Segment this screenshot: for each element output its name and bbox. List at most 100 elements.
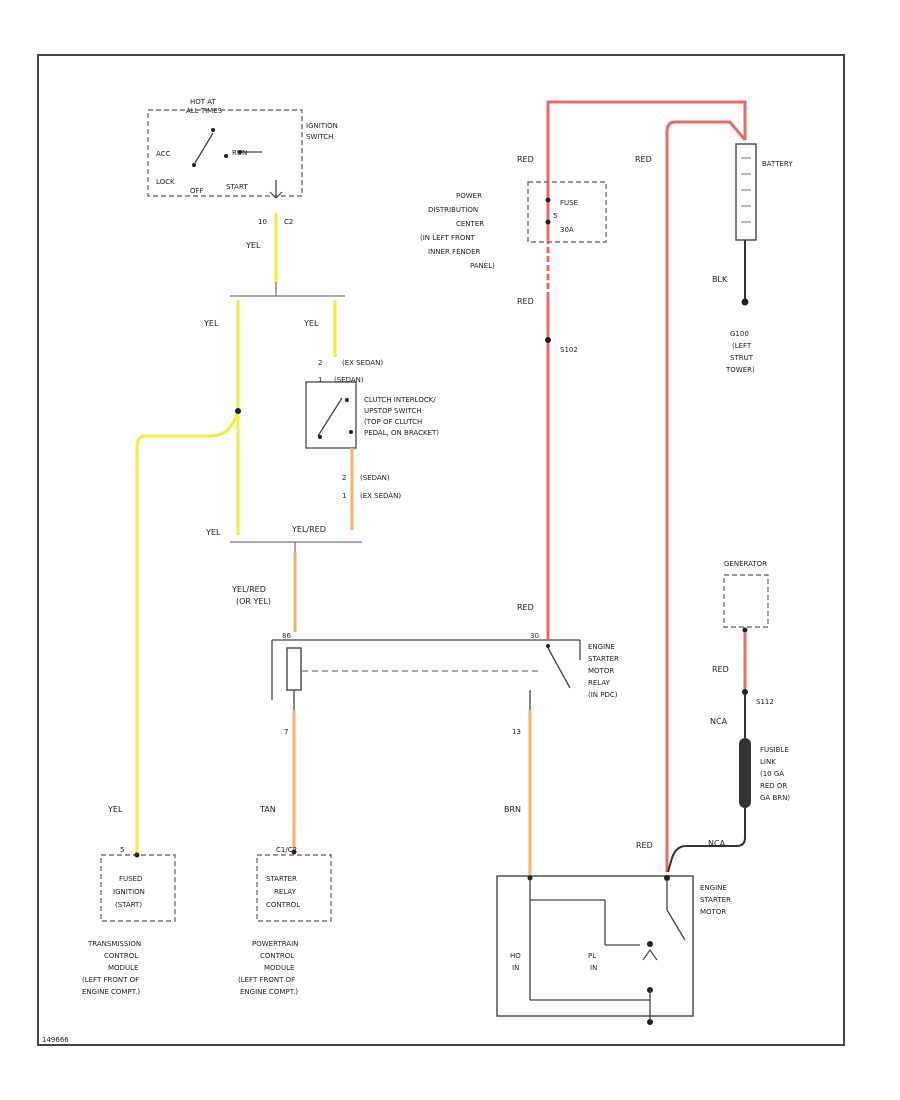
g100-4: TOWER) [725,366,755,374]
diagram-code: 149666 [42,1036,69,1044]
starter-label-1: ENGINE [700,884,727,892]
g100-3: STRUT [730,354,754,362]
tcm-label-2: CONTROL [104,952,138,960]
ign-switch-label-2: SWITCH [306,133,333,141]
ign-start: START [226,183,248,191]
wire-label-nca-2: NCA [708,839,726,848]
starter-relay: YEL/RED (OR YEL) 86 30 7 13 ENGINE START… [231,552,619,736]
wire-label-brn: BRN [504,805,521,814]
ign-pin: 10 [258,218,267,226]
clutch-ex-sedan-top: (EX SEDAN) [342,359,383,367]
pdc-label-6: PANEL) [470,262,495,270]
starter-pull-1: PL [588,952,596,960]
ign-switch-label-1: IGNITION [306,122,338,130]
starter-label-2: STARTER [700,896,731,904]
pcm-label-3: MODULE [264,964,294,972]
relay-pin-86: 86 [282,632,291,640]
clutch-label-2: UPSTOP SWITCH [364,407,421,415]
pdc-label-4: (IN LEFT FRONT [420,234,476,242]
wire-label-yelred-2: YEL/RED [231,585,266,594]
ign-all-times: ALL TIMES [186,107,223,115]
pdc-splice: S102 [560,346,578,354]
fusible-4: RED OR [760,782,787,790]
clutch-pin-2-top: 2 [318,359,322,367]
tcm-box-2: IGNITION [113,888,145,896]
fusible-2: LINK [760,758,776,766]
battery: BATTERY BLK G100 (LEFT STRUT TOWER) [712,143,793,374]
fusible-3: (10 GA [760,770,784,778]
relay-pin-7: 7 [284,728,288,736]
clutch-pin-1-bot: 1 [342,492,346,500]
wire-label-yelred-1: YEL/RED [291,525,326,534]
ignition-switch: HOT AT ALL TIMES IGNITION SWITCH ACC LOC… [147,98,338,226]
relay-label-1: ENGINE [588,643,615,651]
relay-label-5: (IN PDC) [588,691,618,699]
pcm-box-3: CONTROL [266,901,300,909]
starter-label-3: MOTOR [700,908,726,916]
tcm-box-3: (START) [115,901,142,909]
relay-pin-30: 30 [530,632,539,640]
pcm-box-2: RELAY [274,888,297,896]
generator-label: GENERATOR [724,560,767,568]
pdc-label-2: DISTRIBUTION [428,206,478,214]
wire-label-blk: BLK [712,275,728,284]
wire-label-red-4: RED [635,155,652,164]
wire-label-red-2: RED [517,297,534,306]
ign-lock: LOCK [156,178,175,186]
tcm-label-3: MODULE [108,964,138,972]
ign-acc: ACC [156,150,171,158]
clutch-pin-1-top: 1 [318,376,322,384]
wire-label-yel-2: YEL [203,319,219,328]
wire-label-yel-3: YEL [303,319,319,328]
clutch-sedan-bot: (SEDAN) [360,474,390,482]
starter-pull-2: IN [590,964,597,972]
transmission-control-module: 5 FUSED IGNITION (START) TRANSMISSION CO… [82,846,176,996]
pcm-label-5: ENGINE COMPT.) [240,988,298,996]
clutch-label-4: PEDAL, ON BRACKET) [364,429,439,437]
ign-hot-at: HOT AT [190,98,217,106]
tcm-label-5: ENGINE COMPT.) [82,988,140,996]
wire-label-red-1: RED [517,155,534,164]
fusible-1: FUSIBLE [760,746,789,754]
tcm-label-1: TRANSMISSION [87,940,141,948]
generator: GENERATOR RED S112 NCA FUSIBLE LINK (10 … [636,560,790,873]
wire-label-red-5: RED [712,665,729,674]
tcm-box-1: FUSED [119,875,142,883]
pcm-label-1: POWERTRAIN [252,940,298,948]
generator-splice: S112 [756,698,774,706]
engine-starter-motor: HO IN PL IN ENGINE STARTER MOTOR [496,875,731,1025]
pdc-fuse-no: 5 [553,212,557,220]
pcm-label-2: CONTROL [260,952,294,960]
clutch-sedan-top: (SEDAN) [334,376,364,384]
relay-label-4: RELAY [588,679,611,687]
yellow-wires [135,213,362,853]
pdc-fuse: FUSE [560,199,578,207]
relay-label-2: STARTER [588,655,619,663]
diagram-frame [37,54,845,1046]
wire-label-yel-4: YEL [205,528,221,537]
wire-label-yelred-alt: (OR YEL) [236,597,271,606]
clutch-ex-sedan-bot: (EX SEDAN) [360,492,401,500]
wire-label-yel-1: YEL [245,241,261,250]
clutch-label-1: CLUTCH INTERLOCK/ [364,396,436,404]
pcm-label-4: (LEFT FRONT OF [238,976,295,984]
relay-pin-13: 13 [512,728,521,736]
pcm-box-1: STARTER [266,875,297,883]
pcm-pin: C1/C2 [276,846,297,854]
power-distribution-center: RED RED S102 RED FUSE 5 30A POWER DISTRI… [420,100,747,640]
ign-off: OFF [190,187,204,195]
clutch-switch: 2 (EX SEDAN) 1 (SEDAN) CLUTCH INTERLOCK/… [305,359,439,530]
g100-1: G100 [730,330,749,338]
pdc-label-5: INNER FENDER [428,248,481,256]
g100-2: (LEFT [732,342,752,350]
starter-hold-1: HO [510,952,521,960]
pdc-label-1: POWER [456,192,482,200]
pdc-amps: 30A [560,226,574,234]
ign-run: RUN [232,149,247,157]
wire-label-red-3: RED [517,603,534,612]
powertrain-control-module: C1/C2 STARTER RELAY CONTROL POWERTRAIN C… [238,846,332,996]
wire-red-starter [665,120,747,872]
relay-label-3: MOTOR [588,667,614,675]
ign-connector: C2 [284,218,293,226]
